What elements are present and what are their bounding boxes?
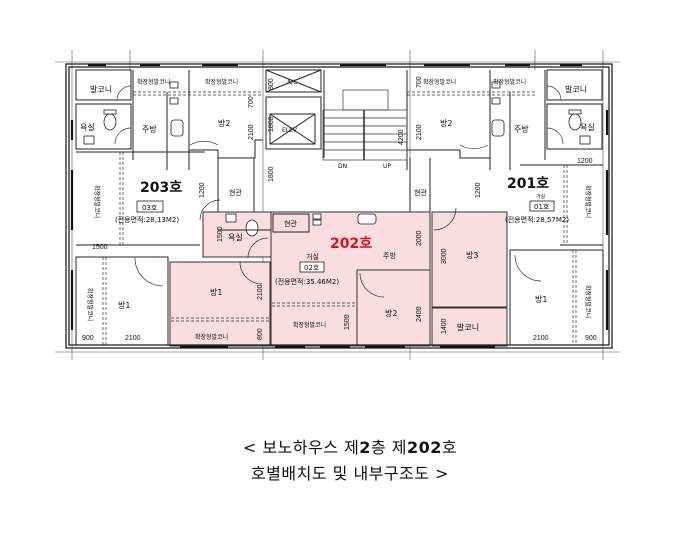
svg-text:욕실: 욕실 <box>580 122 595 132</box>
svg-text:확장형발코니: 확장형발코니 <box>293 321 326 329</box>
svg-text:현관: 현관 <box>414 188 427 197</box>
svg-text:1800: 1800 <box>268 116 275 132</box>
svg-text:주방: 주방 <box>383 251 396 260</box>
unit-202-title: 202호 <box>330 236 372 252</box>
svg-text:2100: 2100 <box>416 124 423 140</box>
svg-text:발코니: 발코니 <box>457 322 479 332</box>
svg-text:A/C: A/C <box>287 79 297 86</box>
svg-text:(전용면적:35.46M2): (전용면적:35.46M2) <box>275 277 339 286</box>
svg-text:방1: 방1 <box>118 300 130 310</box>
svg-text:1800: 1800 <box>268 166 275 182</box>
caption-line-1: < 보노하우스 제2층 제202호 <box>242 438 458 457</box>
svg-text:확장형발코니: 확장형발코니 <box>584 285 592 318</box>
stairs <box>322 89 408 161</box>
svg-text:2100: 2100 <box>533 335 549 342</box>
svg-text:방1: 방1 <box>210 287 222 297</box>
svg-text:1500: 1500 <box>344 314 351 330</box>
unit-202-labels: 현관 욕실 202호 거실 02호 (전용면적:35.46M2) 주방 방1 방… <box>195 219 479 341</box>
svg-text:방2: 방2 <box>440 118 452 128</box>
svg-text:방1: 방1 <box>535 294 547 304</box>
svg-text:1400: 1400 <box>441 318 448 334</box>
svg-text:1200: 1200 <box>475 182 482 198</box>
svg-text:2100: 2100 <box>248 124 255 140</box>
svg-text:방3: 방3 <box>466 250 478 260</box>
floor-plan: 발코니 욕실 주방 방2 확장형발코니 확장형발코니 현관 203호 03호 (… <box>55 50 620 360</box>
unit-201-labels: 발코니 욕실 주방 방2 확장형발코니 확장형발코니 현관 201호 거실 01… <box>414 76 597 342</box>
svg-text:확장형발코니: 확장형발코니 <box>205 78 238 86</box>
core-walls <box>265 69 408 170</box>
unit-203-walls <box>75 69 263 346</box>
svg-text:4200: 4200 <box>398 129 405 145</box>
svg-text:욕실: 욕실 <box>228 232 243 242</box>
svg-text:02호: 02호 <box>304 264 320 272</box>
svg-text:거실: 거실 <box>306 252 319 261</box>
svg-text:방2: 방2 <box>218 118 230 128</box>
svg-text:확장형발코니: 확장형발코니 <box>137 78 170 86</box>
svg-text:현관: 현관 <box>284 219 297 228</box>
svg-text:(전용면적:28,57M2): (전용면적:28,57M2) <box>505 215 569 224</box>
unit-201-title: 201호 <box>507 176 549 192</box>
svg-text:발코니: 발코니 <box>565 84 587 94</box>
svg-text:UP: UP <box>383 163 391 170</box>
svg-text:03호: 03호 <box>142 204 158 212</box>
svg-text:확장형발코니: 확장형발코니 <box>493 78 526 86</box>
caption-line-2: 호별배치도 및 내부구조도 > <box>250 464 450 483</box>
svg-text:1500: 1500 <box>92 244 108 251</box>
unit-202-highlight <box>169 211 508 347</box>
svg-text:ELEV: ELEV <box>282 127 298 134</box>
svg-text:DN: DN <box>338 163 347 170</box>
svg-text:01호: 01호 <box>534 203 550 211</box>
svg-text:주방: 주방 <box>142 124 157 134</box>
svg-text:1500: 1500 <box>217 226 224 242</box>
windows <box>70 63 609 349</box>
svg-text:확장형발코니: 확장형발코니 <box>93 185 101 218</box>
svg-text:주방: 주방 <box>514 124 529 134</box>
svg-text:방2: 방2 <box>385 308 397 318</box>
svg-text:1200: 1200 <box>199 182 206 198</box>
core-labels: A/C ELEV DN UP 800 1800 1800 4200 <box>268 78 405 182</box>
svg-text:욕실: 욕실 <box>80 122 95 132</box>
svg-text:확장형발코니: 확장형발코니 <box>195 333 228 341</box>
svg-text:2400: 2400 <box>416 306 423 322</box>
grid-lines <box>55 50 620 360</box>
unit-201-walls <box>407 69 604 346</box>
svg-text:거실: 거실 <box>536 193 546 200</box>
unit-203-title: 203호 <box>140 180 182 196</box>
svg-text:800: 800 <box>268 78 275 90</box>
svg-text:2100: 2100 <box>125 335 141 342</box>
svg-text:2000: 2000 <box>416 230 423 246</box>
svg-text:확장형발코니: 확장형발코니 <box>584 185 592 218</box>
svg-text:1200: 1200 <box>577 158 593 165</box>
svg-text:(전용면적:28,13M2): (전용면적:28,13M2) <box>115 215 179 224</box>
svg-text:3000: 3000 <box>441 248 448 264</box>
svg-text:700: 700 <box>248 96 255 108</box>
svg-text:발코니: 발코니 <box>90 84 112 94</box>
svg-text:900: 900 <box>82 335 94 342</box>
svg-text:900: 900 <box>585 335 597 342</box>
svg-text:확장형발코니: 확장형발코니 <box>423 78 456 86</box>
unit-203-labels: 발코니 욕실 주방 방2 확장형발코니 확장형발코니 현관 203호 03호 (… <box>80 78 255 342</box>
svg-text:현관: 현관 <box>229 188 242 197</box>
svg-text:800: 800 <box>257 328 264 340</box>
svg-text:2100: 2100 <box>257 284 264 300</box>
svg-text:확장형발코니: 확장형발코니 <box>86 288 94 321</box>
svg-text:700: 700 <box>416 76 423 88</box>
